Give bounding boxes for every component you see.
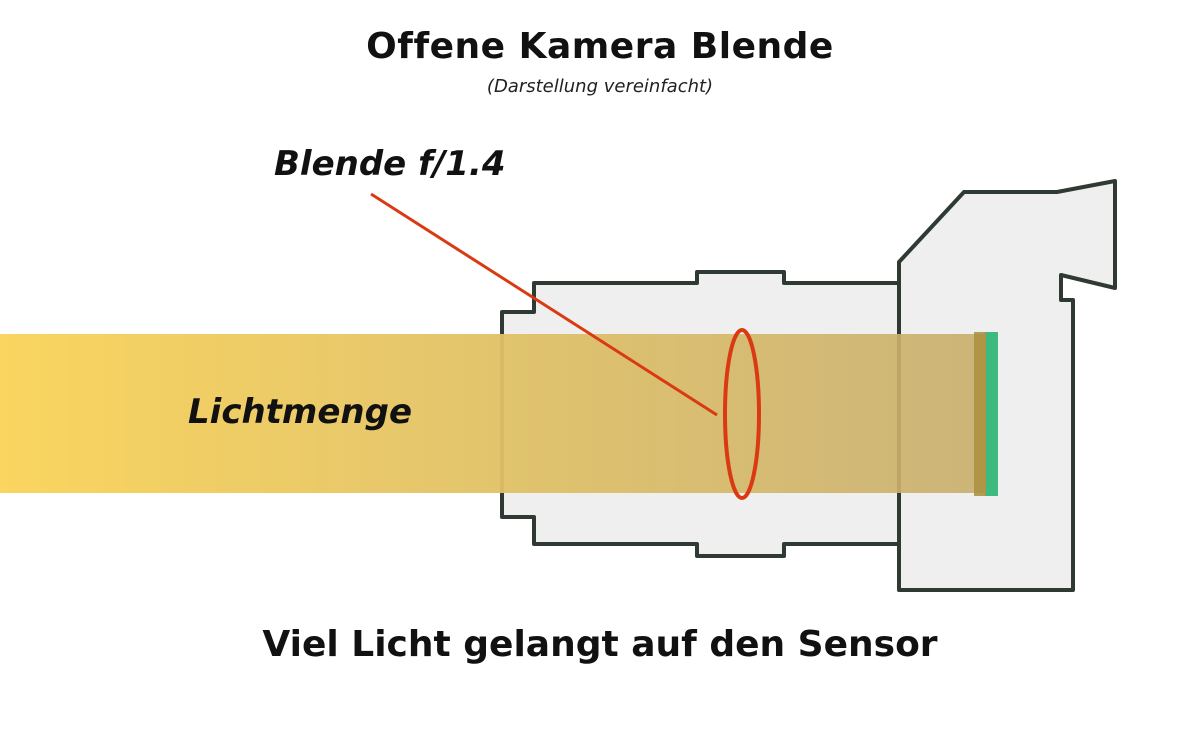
light-amount-label: Lichtmenge — [188, 392, 413, 432]
sensor-back — [974, 332, 986, 496]
aperture-label: Blende f/1.4 — [274, 144, 506, 184]
diagram-subtitle: (Darstellung vereinfacht) — [486, 76, 714, 97]
diagram-caption: Viel Licht gelangt auf den Sensor — [262, 624, 938, 665]
aperture-pointer-line — [370, 192, 718, 417]
light-beam — [0, 334, 986, 493]
diagram-title: Offene Kamera Blende — [366, 26, 834, 67]
aperture-ring — [723, 328, 761, 500]
sensor — [985, 332, 998, 496]
